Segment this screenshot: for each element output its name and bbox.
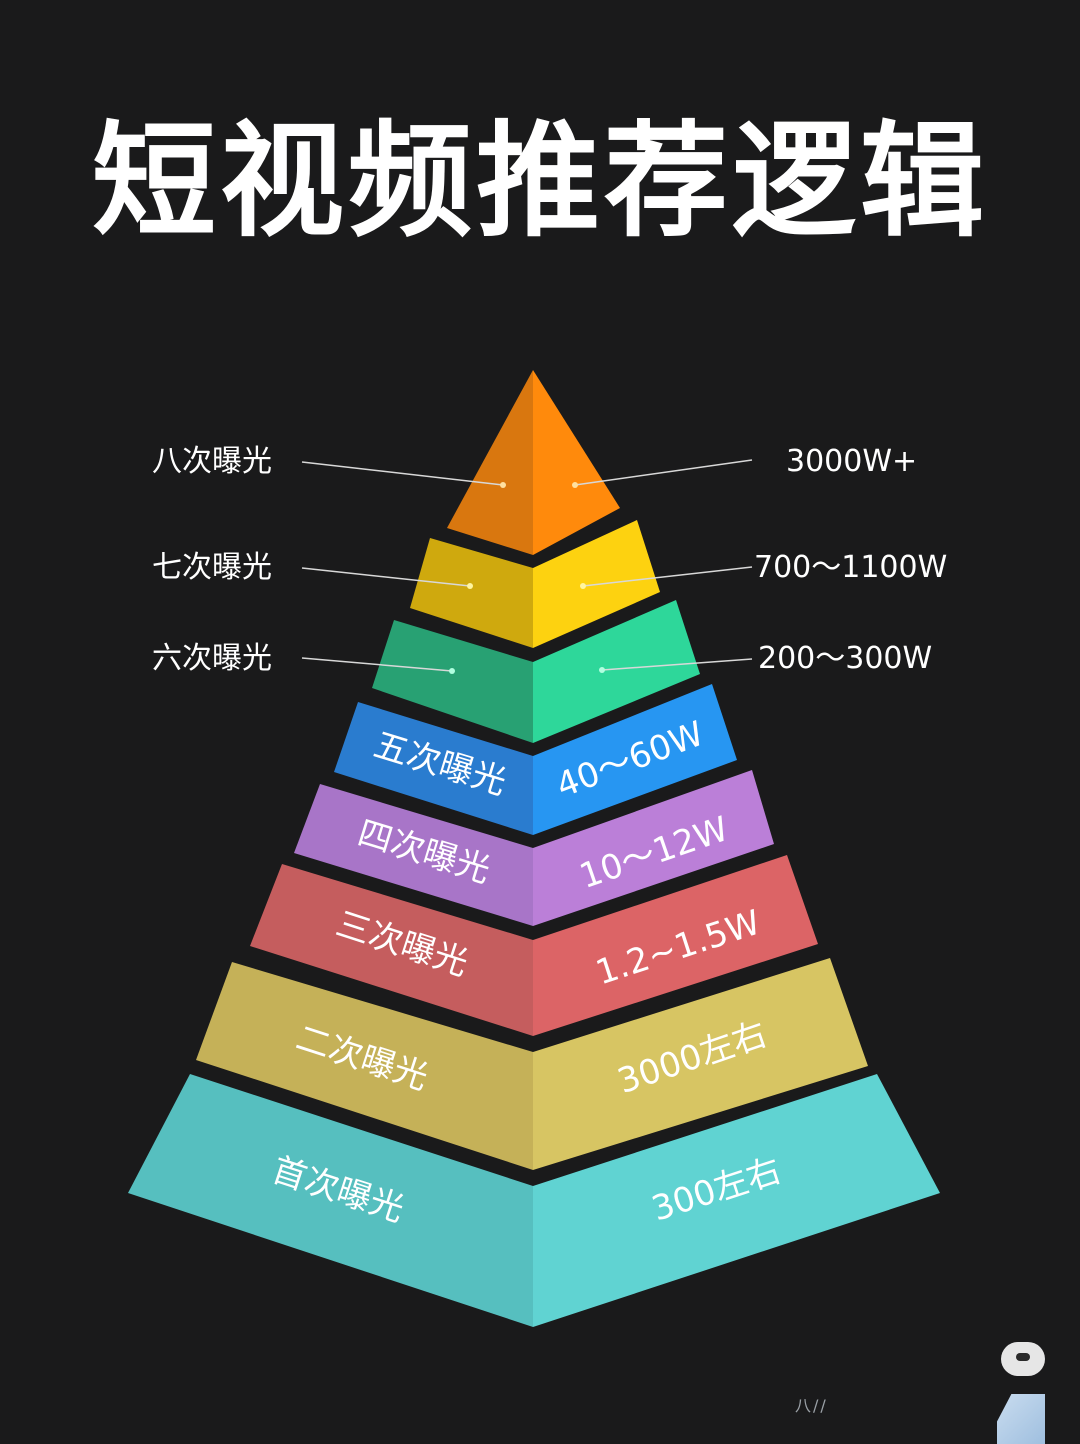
connector-right-7	[582, 566, 753, 587]
layer-1-right-face	[533, 1074, 940, 1327]
pyramid-layer-2	[196, 958, 868, 1170]
connector-left-8	[301, 461, 504, 486]
connector-left-6	[301, 657, 453, 672]
pyramid-layer-3	[250, 855, 818, 1036]
layer-2-right-face	[533, 958, 868, 1170]
layer-4-left-face	[294, 784, 533, 926]
connector-dot	[580, 583, 586, 589]
connector-dots	[449, 482, 605, 674]
pyramid-layer-5	[334, 684, 737, 835]
connector-dot	[467, 583, 473, 589]
layer-7-value: 700～1100W	[754, 550, 948, 585]
layer-2-left-face	[196, 962, 533, 1170]
layer-8-label: 八次曝光	[152, 444, 272, 479]
watermark-logo-icon	[1001, 1342, 1045, 1376]
connector-right-8	[574, 459, 753, 486]
connector-dot	[449, 668, 455, 674]
layer-6-value: 200～300W	[758, 641, 933, 676]
connector-dot	[572, 482, 578, 488]
pyramid-layer-4	[294, 770, 774, 926]
layer-5-left-face	[334, 702, 533, 835]
layer-1-left-face	[128, 1074, 533, 1327]
layer-6-right-face	[533, 600, 700, 743]
pyramid-layer-1	[128, 1074, 940, 1327]
layer-4-right-face	[533, 770, 774, 926]
layer-8-left-face	[447, 370, 533, 555]
connector-right-6	[601, 658, 753, 671]
layer-5-right-face	[533, 684, 737, 835]
layer-8-value: 3000W+	[786, 444, 918, 479]
connector-left-7	[301, 567, 471, 587]
layer-6-left-face	[372, 620, 533, 743]
layer-7-left-face	[410, 538, 533, 648]
pyramid-layer-8	[447, 370, 620, 555]
layer-8-right-face	[533, 370, 620, 555]
layer-3-right-face	[533, 855, 818, 1036]
page-title: 短视频推荐逻辑	[91, 110, 988, 254]
layer-3-left-face	[250, 864, 533, 1036]
pyramid-layer-6	[372, 600, 700, 743]
layer-6-label: 六次曝光	[152, 641, 272, 676]
connector-dot	[500, 482, 506, 488]
layer-7-label: 七次曝光	[152, 550, 272, 585]
watermark-text: 八//	[795, 1396, 828, 1415]
connector-dot	[599, 667, 605, 673]
connector-lines	[301, 459, 753, 672]
